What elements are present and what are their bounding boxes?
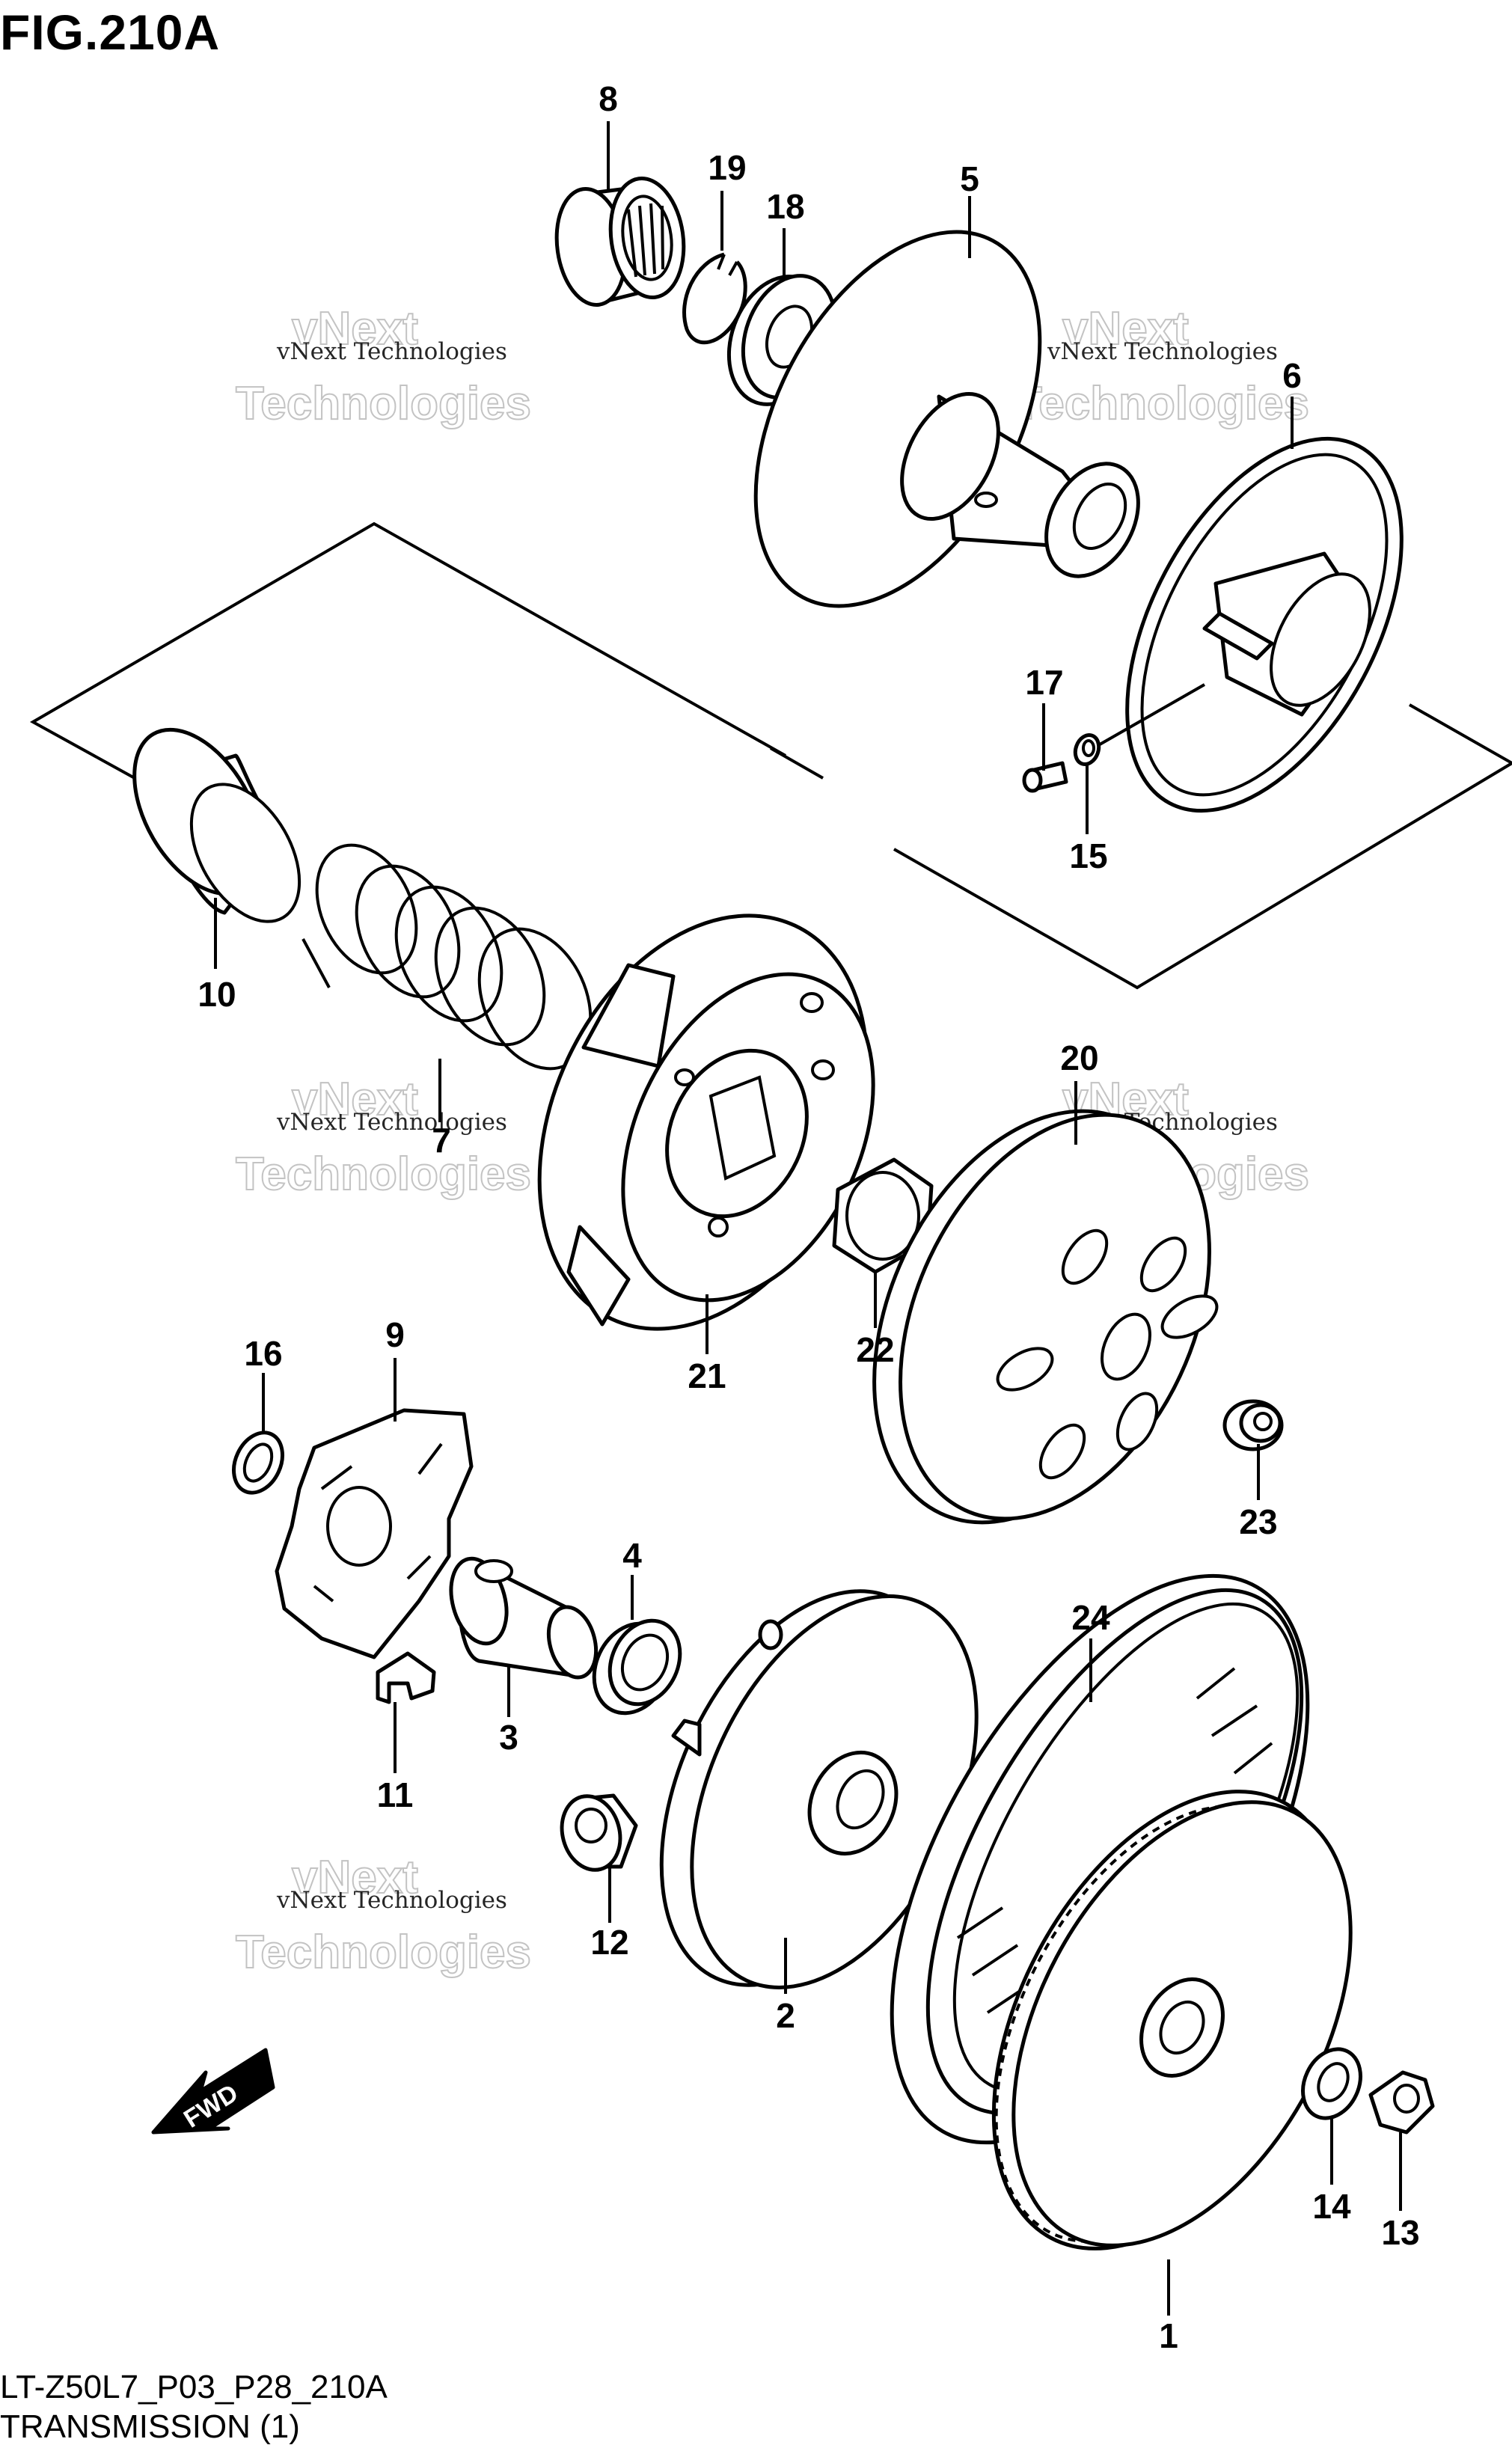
callout-6: 6 [1282,356,1302,395]
callout-2: 2 [776,1996,795,2035]
watermark-large-3b: Technologies [236,1148,531,1200]
callout-8: 8 [599,79,618,118]
part-3-sleeve[interactable] [442,1552,603,1683]
callout-19: 19 [708,148,746,187]
watermark-large-3a: vNext [292,1074,418,1125]
part-4-collar[interactable] [580,1609,693,1726]
section-name: TRANSMISSION (1) [0,2408,300,2445]
callout-17: 17 [1025,663,1063,702]
watermark-small-3: vNext Technologies [276,1109,507,1136]
watermark-group-5: vNext Technologies vNext Technologies [235,1851,532,1979]
assembly-outline-right [893,703,1512,990]
watermark-small-1: vNext Technologies [276,338,507,365]
callout-18: 18 [766,187,804,226]
callout-24: 24 [1071,1598,1110,1637]
part-20-clutch-housing[interactable] [812,1060,1270,1573]
callout-16: 16 [244,1334,282,1373]
callout-1: 1 [1159,2316,1178,2355]
part-11-clip[interactable] [376,1651,436,1704]
model-code: LT-Z50L7_P03_P28_210A [0,2369,388,2405]
part-6-fixed-driven-face[interactable] [1071,394,1458,856]
leader-lines [214,121,1402,2316]
callout-12: 12 [590,1923,628,1962]
callout-14: 14 [1312,2187,1351,2226]
callout-22: 22 [856,1330,894,1369]
part-22-nut[interactable] [832,1157,934,1274]
callout-21: 21 [688,1356,726,1395]
callout-10: 10 [198,975,236,1014]
part-14-washer[interactable] [1292,2040,1371,2127]
callout-3: 3 [499,1718,518,1757]
callout-4: 4 [622,1536,642,1575]
part-19-circlip[interactable] [682,252,747,345]
part-16-washer[interactable] [224,1425,292,1500]
part-10-bushing[interactable] [108,708,322,940]
part-21-clutch-shoe[interactable] [476,863,931,1383]
watermark-small-5: vNext Technologies [276,1887,507,1914]
figure-title: FIG.210A [0,4,220,60]
callout-13: 13 [1381,2213,1419,2252]
part-7-spring[interactable] [298,829,612,1086]
callout-20: 20 [1060,1038,1098,1077]
part-15-ring[interactable] [1071,732,1103,768]
part-17-pin[interactable] [1022,761,1068,793]
callout-7: 7 [432,1121,451,1160]
part-8-needle-bearing[interactable] [550,174,691,309]
watermark-large-1b: Technologies [236,378,531,429]
assembly-outline-dash [770,747,824,780]
part-23-flange-nut[interactable] [1222,1399,1284,1451]
watermark-large-1a: vNext [292,303,418,355]
leader-15-to-6 [1099,683,1205,746]
watermark-small-2: vNext Technologies [1047,338,1278,365]
watermark-large-2b: Technologies [1014,378,1309,429]
callout-labels: 8 19 18 5 6 17 15 10 7 21 22 20 23 16 9 … [198,79,1419,2355]
assembly-outline [29,521,786,780]
part-5-driven-face[interactable] [697,184,1157,653]
watermark-large-5b: Technologies [236,1927,531,1978]
watermark-large-2a: vNext [1062,303,1189,355]
callout-9: 9 [385,1315,405,1354]
part-13-nut[interactable] [1368,2070,1435,2135]
part-9-ramp-plate[interactable] [275,1408,474,1659]
watermark-group-1: vNext Technologies vNext Technologies [235,302,532,430]
callout-15: 15 [1069,836,1107,875]
watermark-group-3: vNext Technologies vNext Technologies [235,1073,532,1201]
fwd-arrow-icon: FWD [151,2048,275,2135]
callout-11: 11 [377,1775,414,1814]
part-2-drive-face[interactable] [604,1546,1034,2033]
callout-5: 5 [960,159,979,198]
watermark-large-5a: vNext [292,1852,418,1903]
callout-23: 23 [1239,1502,1277,1541]
part-12-bushing[interactable] [554,1790,638,1876]
watermark-group-2: vNext Technologies vNext Technologies [1013,302,1310,430]
part-1-fixed-drive-face[interactable] [922,1734,1420,2307]
